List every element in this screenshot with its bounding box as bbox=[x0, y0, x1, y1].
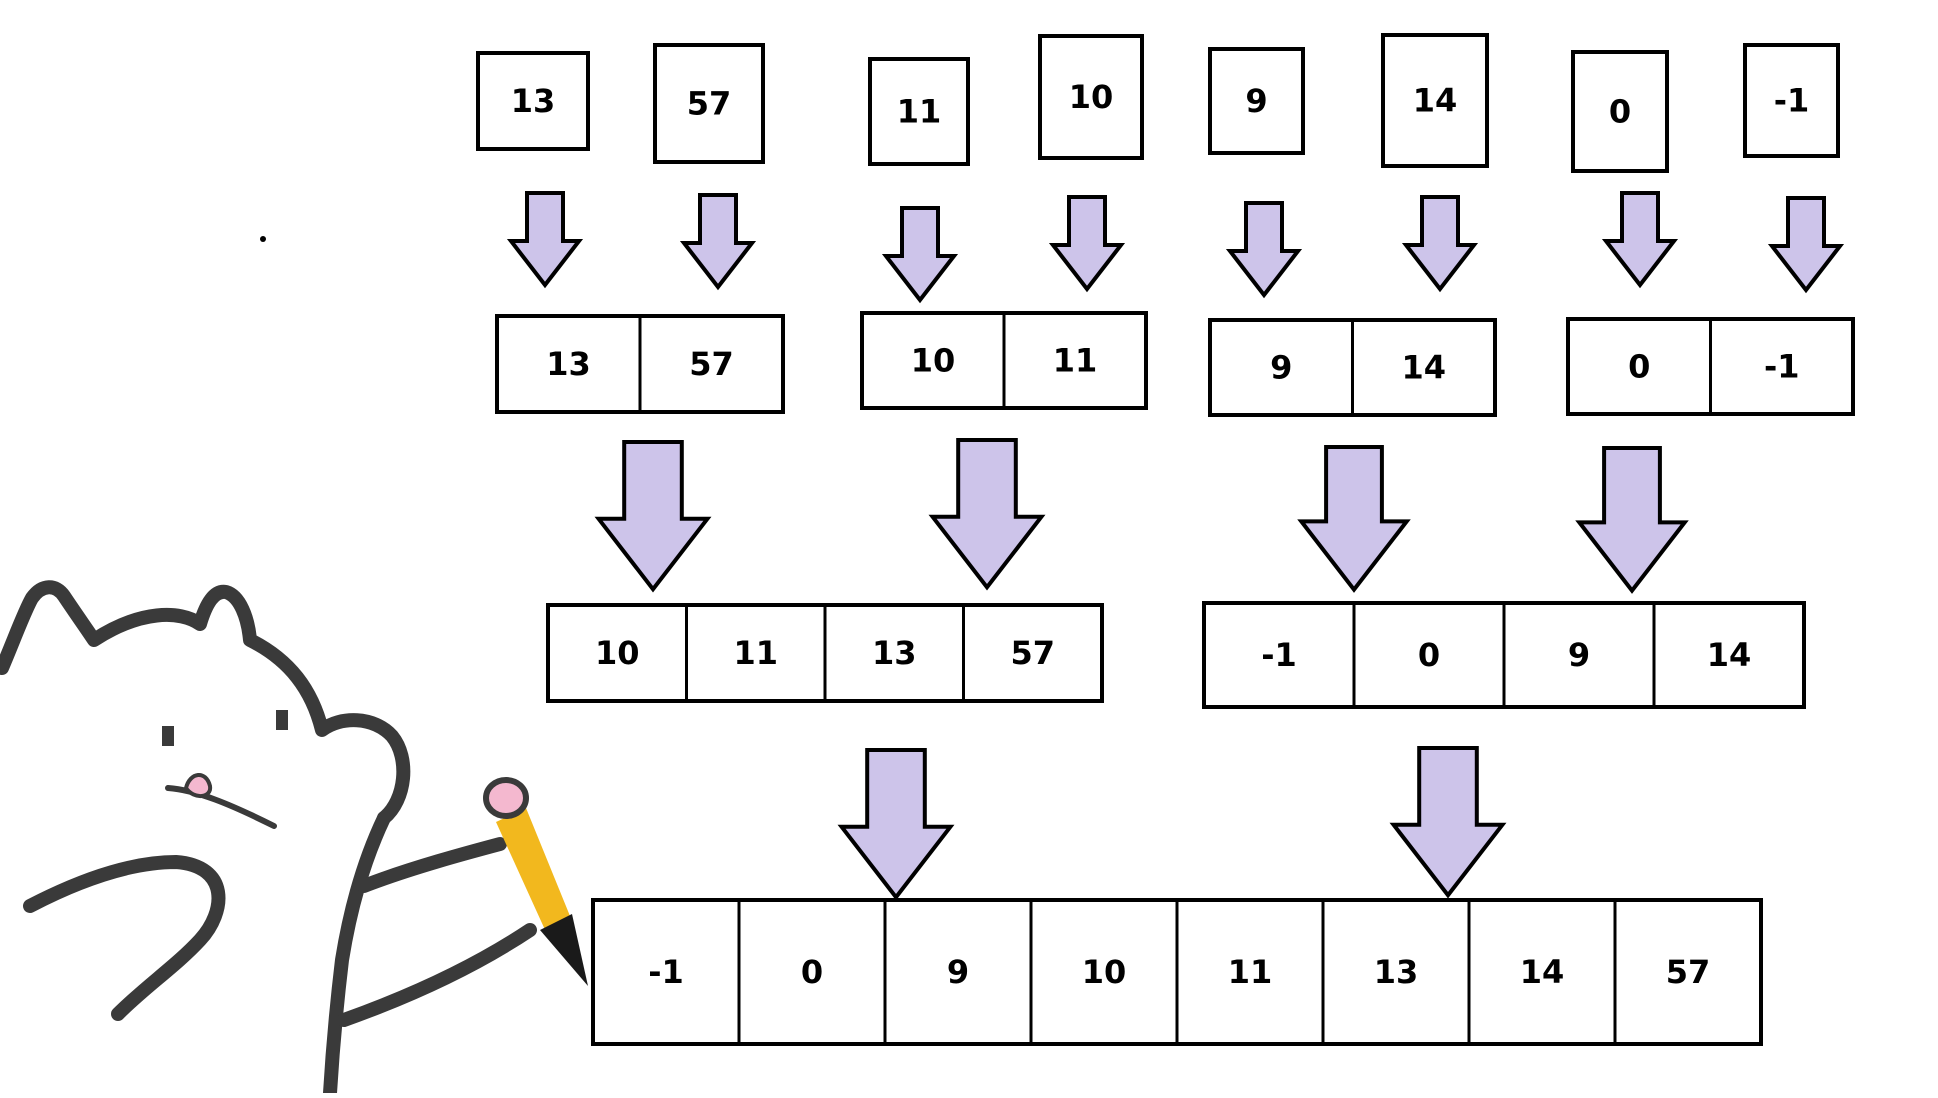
cell-value: 11 bbox=[1053, 342, 1098, 380]
cell-value: 10 bbox=[1069, 78, 1114, 116]
cat-eye-left bbox=[162, 726, 174, 746]
cell-value: 11 bbox=[1228, 953, 1273, 991]
cell-value: 57 bbox=[1666, 953, 1711, 991]
cell-value: -1 bbox=[1764, 348, 1800, 386]
down-arrow-6 bbox=[1401, 195, 1479, 293]
array-box bbox=[653, 43, 765, 164]
pencil-tip bbox=[540, 914, 588, 986]
array-box bbox=[1208, 47, 1305, 155]
cell-value: -1 bbox=[1261, 636, 1297, 674]
cell-value: 9 bbox=[1568, 636, 1590, 674]
level0-array-5: 9 bbox=[1208, 47, 1305, 155]
cell-value: 14 bbox=[1401, 349, 1446, 387]
boxes-layer: 13 57 11 10 9 14 0 -1 13 57 10 11 9 14 0 -1 10 11 13 57 -1 0 9… bbox=[476, 33, 1855, 1046]
cell-value: 57 bbox=[689, 345, 734, 383]
level3-array-1: -1 0 9 10 11 13 14 57 bbox=[591, 898, 1763, 1046]
down-arrow-2 bbox=[679, 193, 757, 291]
cell-value: -1 bbox=[648, 953, 684, 991]
cell-value: 10 bbox=[1082, 953, 1127, 991]
level1-array-1: 13 57 bbox=[495, 314, 785, 414]
array-box bbox=[476, 51, 590, 151]
down-arrow-5 bbox=[1225, 201, 1303, 299]
cat-arm-right bbox=[337, 837, 537, 1027]
level2-array-2: -1 0 9 14 bbox=[1202, 601, 1806, 709]
cat-body-line bbox=[323, 811, 391, 1098]
cat-eye-right bbox=[276, 710, 288, 730]
stray-dot bbox=[260, 236, 266, 242]
down-arrow-8 bbox=[1767, 196, 1845, 294]
array-box bbox=[1381, 33, 1489, 168]
cell-value: 10 bbox=[911, 342, 956, 380]
down-arrow-1 bbox=[506, 191, 584, 289]
cat-arm-left bbox=[23, 855, 226, 1021]
array-box bbox=[1571, 50, 1669, 173]
down-arrow-10 bbox=[928, 438, 1046, 591]
down-arrow-13 bbox=[837, 748, 955, 901]
cell-value: 0 bbox=[1628, 348, 1650, 386]
cell-value: 13 bbox=[1374, 953, 1419, 991]
cat-tongue bbox=[184, 773, 213, 798]
cell-value: 9 bbox=[1270, 349, 1292, 387]
cell-value: 11 bbox=[897, 93, 942, 131]
down-arrow-4 bbox=[1048, 195, 1126, 293]
arrows-layer bbox=[506, 191, 1845, 901]
cell-value: 9 bbox=[1245, 82, 1267, 120]
cell-value: 57 bbox=[687, 85, 732, 123]
array-box bbox=[868, 57, 970, 166]
cell-value: 9 bbox=[947, 953, 969, 991]
level0-array-1: 13 bbox=[476, 51, 590, 151]
down-arrow-9 bbox=[594, 440, 712, 593]
down-arrow-11 bbox=[1297, 445, 1411, 593]
cell-value: 13 bbox=[511, 82, 556, 120]
cell-value: -1 bbox=[1774, 82, 1810, 120]
cat-mascot-illustration bbox=[0, 580, 588, 1098]
cell-value: 10 bbox=[595, 634, 640, 672]
level0-array-6: 14 bbox=[1381, 33, 1489, 168]
down-arrow-3 bbox=[881, 206, 959, 304]
cell-value: 13 bbox=[546, 345, 591, 383]
array-box bbox=[1743, 43, 1840, 158]
level0-array-4: 10 bbox=[1038, 34, 1144, 160]
level0-array-2: 57 bbox=[653, 43, 765, 164]
cell-value: 0 bbox=[1609, 93, 1631, 131]
cell-value: 13 bbox=[872, 634, 917, 672]
cell-value: 0 bbox=[801, 953, 823, 991]
cell-value: 14 bbox=[1520, 953, 1565, 991]
cell-value: 57 bbox=[1010, 634, 1055, 672]
down-arrow-7 bbox=[1601, 191, 1679, 289]
cell-value: 14 bbox=[1413, 82, 1458, 120]
down-arrow-12 bbox=[1575, 446, 1689, 594]
level2-array-1: 10 11 13 57 bbox=[546, 603, 1104, 703]
level1-array-4: 0 -1 bbox=[1566, 317, 1855, 416]
array-box bbox=[1038, 34, 1144, 160]
cell-value: 14 bbox=[1707, 636, 1752, 674]
down-arrow-14 bbox=[1389, 746, 1507, 899]
level0-array-8: -1 bbox=[1743, 43, 1840, 158]
pencil-eraser bbox=[483, 777, 529, 819]
cell-value: 11 bbox=[733, 634, 778, 672]
level0-array-7: 0 bbox=[1571, 50, 1669, 173]
cat-mouth bbox=[165, 785, 277, 829]
cat-head-outline bbox=[0, 580, 411, 825]
level0-array-3: 11 bbox=[868, 57, 970, 166]
level1-array-2: 10 11 bbox=[860, 311, 1148, 410]
cell-value: 0 bbox=[1418, 636, 1440, 674]
pencil-illustration bbox=[483, 777, 588, 986]
pencil-body bbox=[496, 808, 570, 932]
level1-array-3: 9 14 bbox=[1208, 318, 1497, 417]
